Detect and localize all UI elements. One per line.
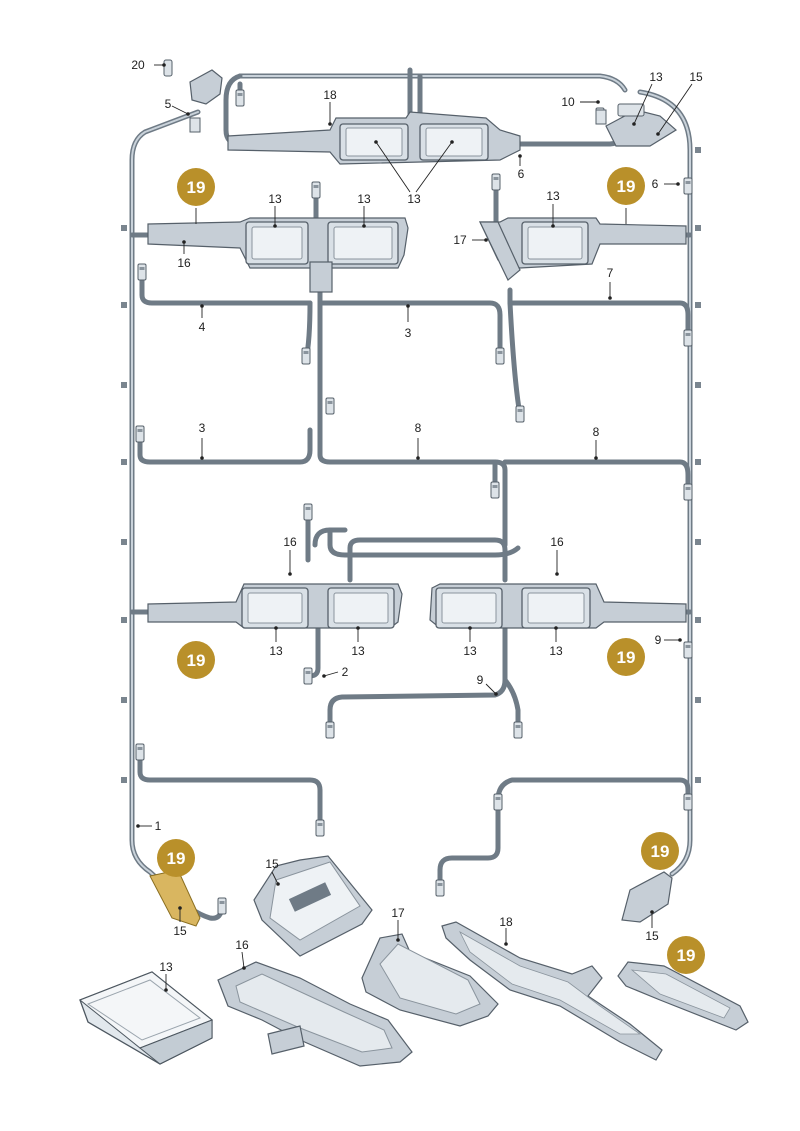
badge-19-row2-right: 19 xyxy=(607,638,645,676)
callout-13-top-right: 13 xyxy=(649,70,663,84)
svg-text:19: 19 xyxy=(617,177,636,196)
part-15-tray xyxy=(253,855,373,957)
leader-lines xyxy=(136,63,693,992)
part-13-heater-unit xyxy=(79,971,213,1065)
svg-text:19: 19 xyxy=(617,648,636,667)
callout-13-row2-a: 13 xyxy=(269,644,283,658)
callout-13-top-center: 13 xyxy=(407,192,421,206)
badge-19-lower-left: 19 xyxy=(157,839,195,877)
callout-3-upper: 3 xyxy=(405,326,412,340)
top-right-control-cluster xyxy=(595,103,678,147)
top-left-connector-housing xyxy=(163,59,223,133)
callout-8-center: 8 xyxy=(415,421,422,435)
part-19-tray xyxy=(617,961,749,1031)
badge-19-part: 19 xyxy=(667,936,705,974)
callout-18-part: 18 xyxy=(499,915,513,929)
badge-19-row1-right: 19 xyxy=(607,167,645,205)
badge-19-lower-right: 19 xyxy=(641,832,679,870)
callout-4: 4 xyxy=(199,320,206,334)
callout-2: 2 xyxy=(342,665,349,679)
callout-13-part: 13 xyxy=(159,960,173,974)
callout-9-right: 9 xyxy=(655,633,662,647)
callout-8-right: 8 xyxy=(593,425,600,439)
row2-right-tray xyxy=(429,583,687,629)
main-harness xyxy=(129,67,693,921)
callout-13-row1-c: 13 xyxy=(546,189,560,203)
svg-text:19: 19 xyxy=(187,651,206,670)
callout-17-harness: 17 xyxy=(453,233,467,247)
callout-16-row2-right: 16 xyxy=(550,535,564,549)
callout-labels: 20 5 18 13 6 10 13 15 6 13 13 13 17 16 7… xyxy=(131,58,703,974)
callout-10: 10 xyxy=(561,95,575,109)
harness-connectors xyxy=(135,89,693,915)
row2-left-tray xyxy=(147,583,403,629)
badge-19-row2-left: 19 xyxy=(177,641,215,679)
part-16-tray xyxy=(217,961,413,1067)
callout-17-part: 17 xyxy=(391,906,405,920)
svg-text:19: 19 xyxy=(167,849,186,868)
callout-13-row1-b: 13 xyxy=(357,192,371,206)
lower-right-bracket xyxy=(621,871,673,923)
callout-13-row2-b: 13 xyxy=(351,644,365,658)
callout-16-part: 16 xyxy=(235,938,249,952)
callout-3-lower: 3 xyxy=(199,421,206,435)
callout-15-top-right: 15 xyxy=(689,70,703,84)
callout-16-row1: 16 xyxy=(177,256,191,270)
callout-20: 20 xyxy=(131,58,145,72)
callout-13-row1-a: 13 xyxy=(268,192,282,206)
badge-19-row1-left: 19 xyxy=(177,168,215,206)
callout-7: 7 xyxy=(607,266,614,280)
part-18-tray xyxy=(441,921,663,1061)
svg-text:19: 19 xyxy=(677,946,696,965)
row1-left-tray xyxy=(147,217,409,293)
callout-5: 5 xyxy=(165,97,172,111)
callout-1: 1 xyxy=(155,819,162,833)
callout-13-row2-c: 13 xyxy=(463,644,477,658)
lower-left-bracket xyxy=(149,869,201,927)
callout-15-lower-right: 15 xyxy=(645,929,659,943)
svg-text:19: 19 xyxy=(187,178,206,197)
callout-16-row2-left: 16 xyxy=(283,535,297,549)
callout-9-center: 9 xyxy=(477,673,484,687)
top-center-tray-assembly xyxy=(227,111,521,165)
callout-18-top: 18 xyxy=(323,88,337,102)
callout-13-row2-d: 13 xyxy=(549,644,563,658)
callout-15-part: 15 xyxy=(265,857,279,871)
part-17-tray xyxy=(361,933,499,1027)
callout-15-lower-left: 15 xyxy=(173,924,187,938)
callout-6-right: 6 xyxy=(652,177,659,191)
badges: 19 19 19 19 19 19 19 xyxy=(157,167,705,974)
callout-6-center: 6 xyxy=(518,167,525,181)
svg-text:19: 19 xyxy=(651,842,670,861)
row1-right-tray xyxy=(479,217,687,281)
